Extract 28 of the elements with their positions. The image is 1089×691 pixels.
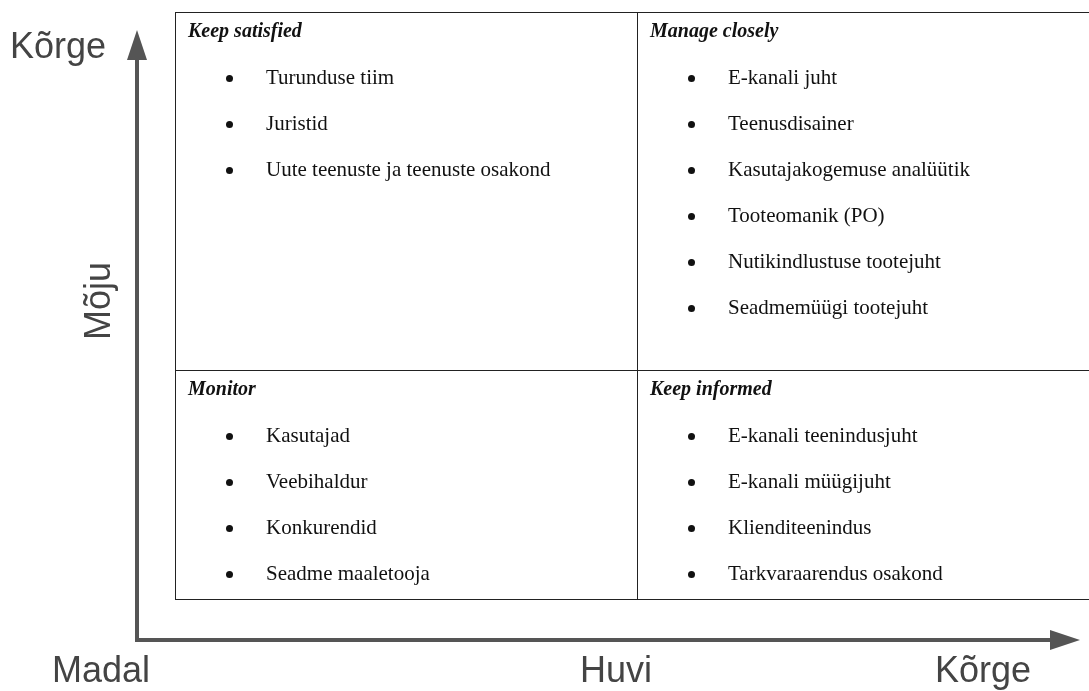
bullet-item: Veebihaldur <box>266 469 368 494</box>
bullet-item: Juristid <box>266 111 328 136</box>
bullet-item: Seadme maaletooja <box>266 561 430 586</box>
quadrant-heading: Keep informed <box>650 377 772 400</box>
axis-label: Mõju <box>80 261 116 340</box>
bullet-item: Uute teenuste ja teenuste osakond <box>266 157 551 182</box>
bullet-item: Nutikindlustuse tootejuht <box>728 249 941 274</box>
quadrant-heading: Manage closely <box>650 19 779 42</box>
bullet-item: Seadmemüügi tootejuht <box>728 295 929 320</box>
quadrant-panel <box>175 12 638 371</box>
axis-label: Kõrge <box>10 28 107 64</box>
bullet-item: Kasutajakogemuse analüütik <box>728 157 970 182</box>
bullet-item: E-kanali müügijuht <box>728 469 891 494</box>
bullet-item: Tarkvaraarendus osakond <box>728 561 943 586</box>
quadrant-heading: Monitor <box>188 377 256 400</box>
axis-label: Kõrge <box>935 652 1032 688</box>
axis-label: Madal <box>52 652 151 688</box>
bullet-item: Klienditeenindus <box>728 515 872 540</box>
bullet-item: E-kanali teenindusjuht <box>728 423 918 448</box>
bullet-item: Kasutajad <box>266 423 350 448</box>
bullet-item: Konkurendid <box>266 515 377 540</box>
bullet-item: Tooteomanik (PO) <box>728 203 885 228</box>
bullet-item: Teenusdisainer <box>728 111 854 136</box>
quadrant-panel <box>175 370 638 600</box>
axis-label: Huvi <box>580 652 653 688</box>
bullet-item: E-kanali juht <box>728 65 838 90</box>
quadrant-heading: Keep satisfied <box>188 19 302 42</box>
bullet-item: Turunduse tiim <box>266 65 395 90</box>
